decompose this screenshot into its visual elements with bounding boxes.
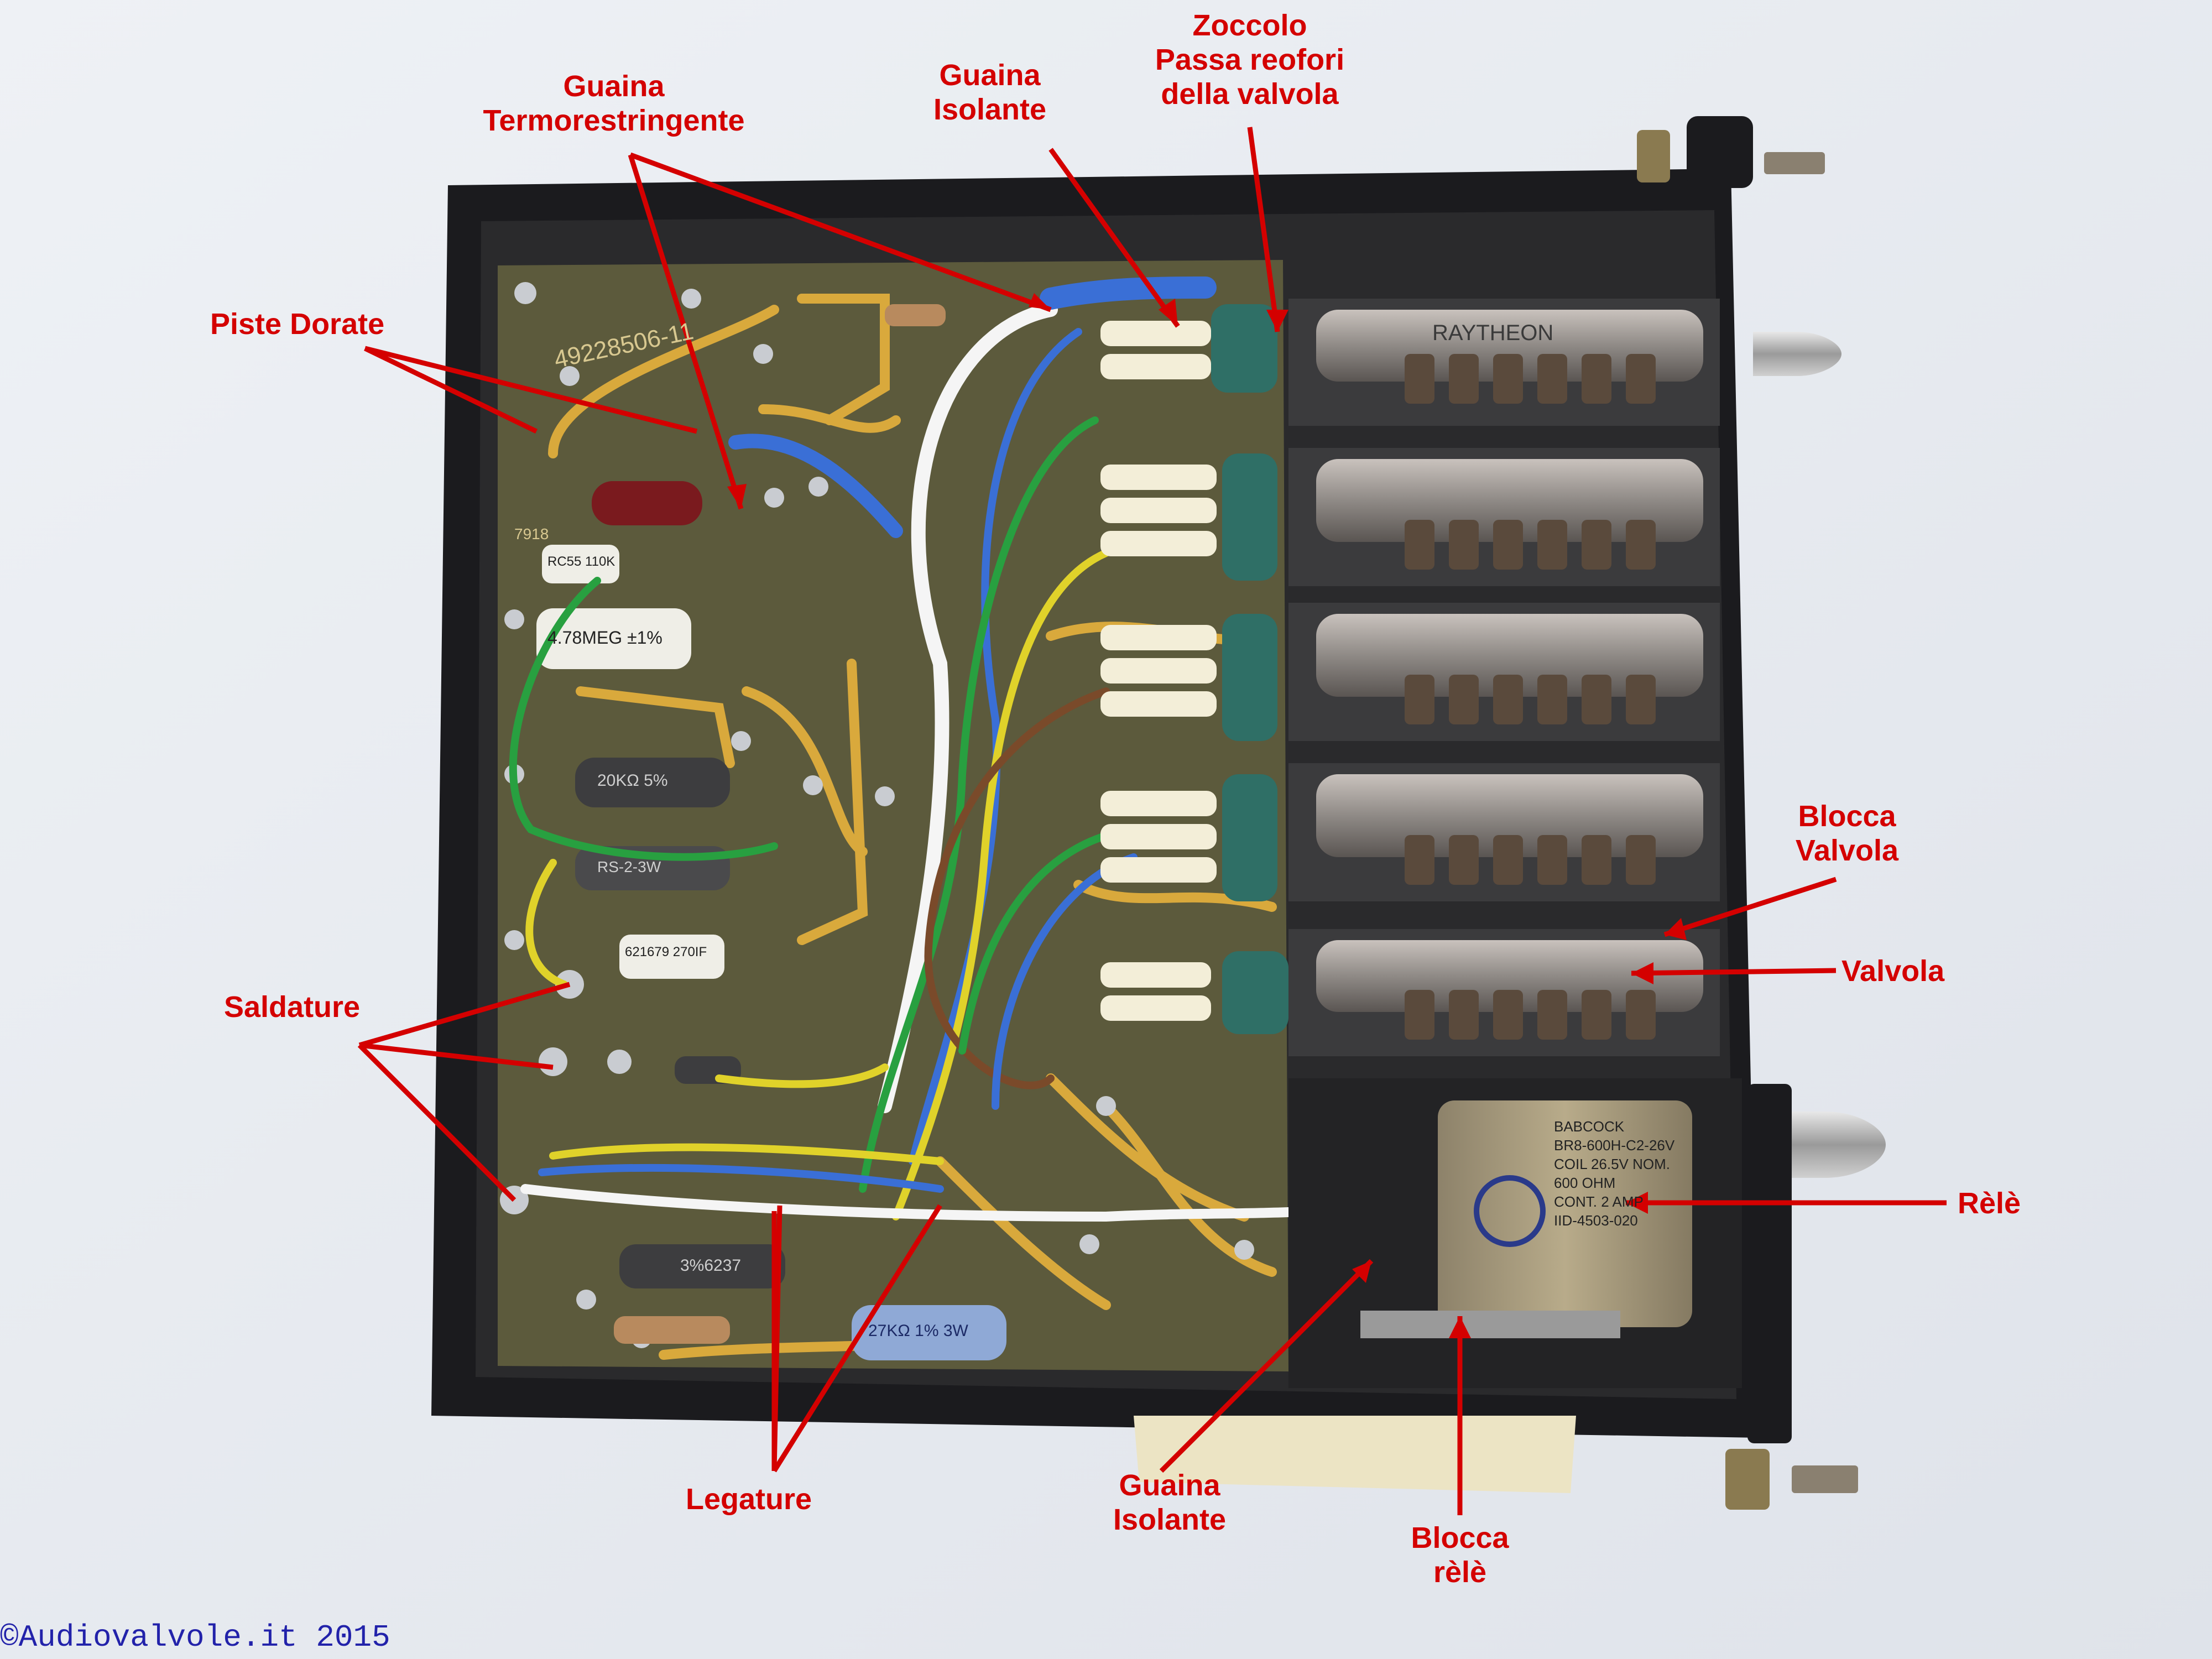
relay-clamp xyxy=(1360,1311,1620,1338)
threaded-stud-bottom xyxy=(1792,1465,1858,1493)
thumb-screw-bottom xyxy=(1725,1449,1770,1510)
label-guaina-termorestringente: Guaina Termorestringente xyxy=(431,69,796,138)
relay-line-3: COIL 26.5V NOM. xyxy=(1554,1156,1670,1172)
copyright-text: ©Audiovalvole.it 2015 xyxy=(0,1620,390,1655)
label-blocca-rele: Blocca rèlè xyxy=(1377,1521,1543,1589)
label-blocca-valvola-line2: Valvola xyxy=(1795,834,1899,867)
resistor-20k-text: 20KΩ 5% xyxy=(597,771,668,790)
pcb-code: 7918 xyxy=(514,525,549,542)
bracket-top xyxy=(1687,116,1753,188)
relay-line-4: 600 OHM xyxy=(1554,1175,1616,1191)
resistor-rc55 xyxy=(542,545,619,583)
bracket-bottom xyxy=(1747,1084,1792,1443)
paper-tag xyxy=(1134,1416,1576,1493)
label-zoccolo-line1: Zoccolo xyxy=(1192,9,1307,42)
arrow-heads xyxy=(727,293,1687,1338)
guide-pin-top xyxy=(1753,332,1841,376)
resistor-6237-text: 3%6237 xyxy=(680,1256,742,1275)
label-legature: Legature xyxy=(686,1483,812,1516)
relay-line-5: CONT. 2 AMP xyxy=(1554,1193,1644,1210)
label-guaina-isolante-top-line1: Guaina xyxy=(939,59,1041,92)
tube-brand: RAYTHEON xyxy=(1432,321,1554,345)
label-blocca-rele-line1: Blocca xyxy=(1411,1521,1509,1554)
label-blocca-valvola: Blocca Valvola xyxy=(1764,799,1930,868)
resistor-top xyxy=(885,304,946,326)
threaded-stud-top xyxy=(1764,152,1825,174)
label-zoccolo-line2: Passa reofori xyxy=(1155,43,1345,76)
label-guaina-isolante-bottom: Guaina Isolante xyxy=(1078,1468,1261,1537)
label-rele: Rèlè xyxy=(1958,1187,2021,1220)
resistor-rs23w-text: RS-2-3W xyxy=(597,858,661,875)
label-zoccolo: Zoccolo Passa reofori della valvola xyxy=(1112,8,1388,111)
tube-clamps xyxy=(1405,354,1656,1040)
label-saldature: Saldature xyxy=(224,990,361,1024)
wire-harness xyxy=(509,276,1360,1222)
resistor-27k xyxy=(852,1305,1006,1360)
resistor-478meg xyxy=(536,608,691,669)
label-guaina-termo-line2: Termorestringente xyxy=(483,104,745,137)
pcb-board xyxy=(498,260,1288,1371)
resistor-478meg-text: 4.78MEG ±1% xyxy=(547,628,662,648)
resistor-621679 xyxy=(619,935,724,979)
label-blocca-rele-line2: rèlè xyxy=(1433,1556,1487,1589)
relay-stamp xyxy=(1474,1175,1546,1247)
tube-sockets xyxy=(1211,304,1288,1034)
resistor-brown xyxy=(614,1316,730,1344)
label-zoccolo-line3: della valvola xyxy=(1161,77,1339,111)
resistor-20k xyxy=(575,758,730,807)
relay-line-6: IID-4503-020 xyxy=(1554,1212,1638,1229)
resistor-27k-text: 27KΩ 1% 3W xyxy=(868,1322,968,1340)
label-guaina-isolante-bottom-line1: Guaina xyxy=(1119,1469,1220,1502)
label-guaina-termo-line1: Guaina xyxy=(563,70,665,103)
annotation-arrows xyxy=(357,127,1947,1515)
gold-traces xyxy=(548,294,1277,1360)
wire-sleeves xyxy=(1100,321,1399,1255)
label-guaina-isolante-top: Guaina Isolante xyxy=(890,58,1089,127)
relay-line-2: BR8-600H-C2-26V xyxy=(1554,1137,1675,1154)
label-guaina-isolante-bottom-line2: Isolante xyxy=(1113,1503,1227,1536)
relay-can xyxy=(1438,1100,1692,1327)
resistor-621679-text: 621679 270IF xyxy=(625,945,707,959)
label-piste-dorate: Piste Dorate xyxy=(210,307,385,341)
resistor-rc55-text: RC55 110K xyxy=(547,554,615,569)
label-guaina-isolante-top-line2: Isolante xyxy=(933,93,1047,126)
thumb-screw-top xyxy=(1637,130,1670,182)
label-blocca-valvola-line1: Blocca xyxy=(1798,800,1896,833)
label-valvola: Valvola xyxy=(1841,954,1945,988)
relay-label: BABCOCK BR8-600H-C2-26V COIL 26.5V NOM. … xyxy=(1554,1117,1687,1230)
resistor-6237 xyxy=(619,1244,785,1288)
relay-line-1: BABCOCK xyxy=(1554,1118,1625,1135)
hardware xyxy=(1637,116,1886,1510)
capacitor-red xyxy=(592,481,702,525)
